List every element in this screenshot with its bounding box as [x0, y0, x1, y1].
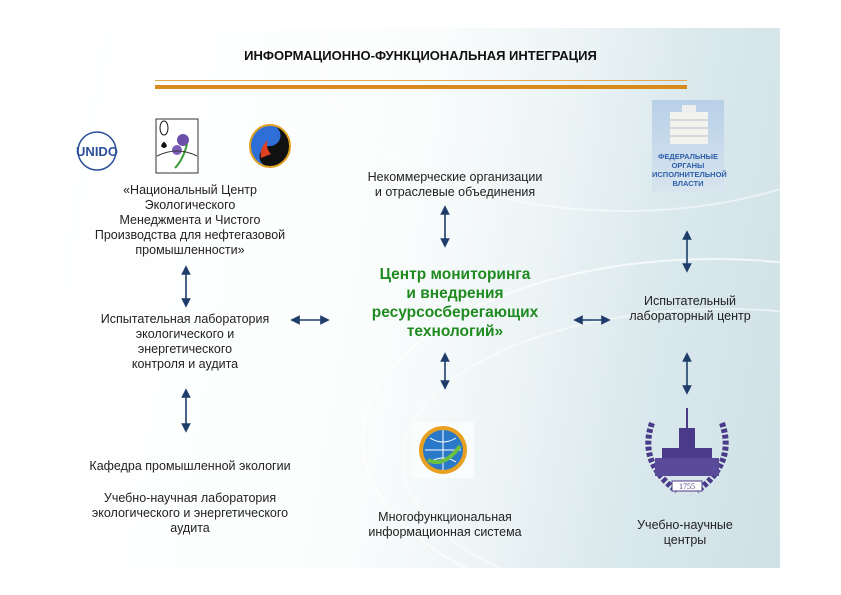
text-line: Менеджмента и Чистого — [119, 213, 261, 227]
nonprofit-text: Некоммерческие организации и отраслевые … — [340, 170, 570, 200]
text-line: промышленности» — [135, 243, 245, 257]
text-line: технологий» — [406, 323, 504, 340]
text-line: Некоммерческие организации — [367, 170, 543, 184]
text-line: и внедрения — [406, 285, 504, 302]
text-line: и отраслевые объединения — [374, 185, 536, 199]
education-centers-text: Учебно-научные центры — [610, 518, 760, 548]
globe-logo — [410, 420, 480, 485]
text-line: Испытательный — [643, 294, 737, 308]
text-line: контроля и аудита — [131, 357, 239, 371]
svg-text:UNIDO: UNIDO — [76, 144, 118, 159]
text-line: ФЕДЕРАЛЬНЫЕ — [657, 152, 718, 161]
text-line: ВЛАСТИ — [672, 179, 704, 188]
center-title: Центр мониторинга и внедрения ресурсосбе… — [330, 265, 580, 341]
text-line: Учебно-научные — [637, 518, 733, 532]
info-system-text: Многофункциональная информационная систе… — [340, 510, 550, 540]
text-line: ИСПОЛНИТЕЛЬНОЙ — [652, 170, 727, 179]
divider-thin — [155, 80, 687, 81]
divider-thick — [155, 85, 687, 89]
text-line: Центр мониторинга — [379, 266, 531, 283]
text-line: Кафедра промышленной экологии — [89, 459, 291, 473]
test-lab-text: Испытательная лаборатория экологического… — [70, 312, 300, 372]
text-line: ресурсосберегающих — [371, 304, 539, 321]
msu-logo: 1755 — [637, 403, 737, 504]
text-line: энергетического — [137, 342, 233, 356]
text-line: Многофункциональная — [378, 510, 512, 524]
text-line: «Национальный Центр — [123, 183, 257, 197]
text-line: экологического и — [135, 327, 235, 341]
unido-logo: UNIDO — [72, 130, 122, 177]
msu-year: 1755 — [679, 482, 695, 491]
department-text: Кафедра промышленной экологии Учебно-нау… — [60, 459, 320, 536]
national-center-text: «Национальный Центр Экологического Менед… — [70, 183, 310, 258]
text-line: информационная система — [368, 525, 522, 539]
text-line: Испытательная лаборатория — [100, 312, 270, 326]
federal-government-logo: ФЕДЕРАЛЬНЫЕ ОРГАНЫ ИСПОЛНИТЕЛЬНОЙ ВЛАСТИ — [652, 100, 727, 192]
text-line: ОРГАНЫ — [671, 161, 705, 170]
text-line: Учебно-научная лаборатория — [103, 491, 277, 505]
lab-center-text: Испытательный лабораторный центр — [610, 294, 770, 324]
text-line: Экологического — [144, 198, 236, 212]
text-line: Производства для нефтегазовой — [94, 228, 286, 242]
text-line: лабораторный центр — [629, 309, 751, 323]
flame-logo — [247, 124, 293, 173]
text-line: аудита — [170, 521, 210, 535]
flower-logo — [155, 118, 199, 179]
text-line: центры — [663, 533, 707, 547]
page-title: ИНФОРМАЦИОННО-ФУНКЦИОНАЛЬНАЯ ИНТЕГРАЦИЯ — [244, 48, 597, 63]
federal-logo-text: ФЕДЕРАЛЬНЫЕ ОРГАНЫ ИСПОЛНИТЕЛЬНОЙ ВЛАСТИ — [652, 152, 727, 188]
text-line: экологического и энергетического — [91, 506, 289, 520]
